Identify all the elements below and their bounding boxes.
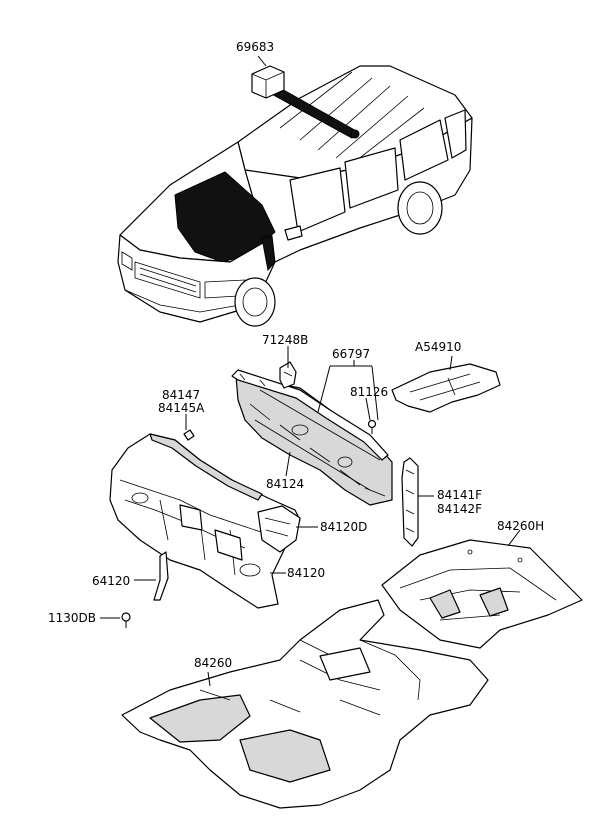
label-84120: 84120 xyxy=(287,566,325,580)
label-69683: 69683 xyxy=(236,40,274,54)
label-A54910: A54910 xyxy=(415,340,461,354)
part-66797-bar xyxy=(231,369,389,461)
part-84120D-pad xyxy=(257,505,301,553)
label-81126: 81126 xyxy=(350,385,388,399)
label-66797: 66797 xyxy=(332,347,370,361)
part-84141F-84142F-pad xyxy=(401,457,419,547)
part-84260H-rear-carpet xyxy=(381,539,583,649)
part-84260-main-carpet xyxy=(121,599,489,809)
leader-lines xyxy=(100,55,521,687)
vehicle-illustration xyxy=(117,65,473,327)
label-71248B: 71248B xyxy=(262,333,308,347)
part-A54910-panel xyxy=(391,363,501,413)
label-84145A: 84145A xyxy=(158,401,205,415)
part-81126-screw xyxy=(367,419,377,434)
label-84120D: 84120D xyxy=(320,520,367,534)
part-64120-bracket xyxy=(153,551,169,601)
label-64120: 64120 xyxy=(92,574,130,588)
label-84260: 84260 xyxy=(194,656,232,670)
label-1130DB: 1130DB xyxy=(48,611,96,625)
label-84142F: 84142F xyxy=(437,502,482,516)
part-1130DB-bolt xyxy=(121,612,131,628)
label-84260H: 84260H xyxy=(497,519,544,533)
part-69683-pad xyxy=(251,65,285,99)
label-84124: 84124 xyxy=(266,477,304,491)
part-84120-dash-panel xyxy=(109,429,301,609)
part-71248B-clip xyxy=(279,361,297,389)
label-84147: 84147 xyxy=(162,388,200,402)
part-labels: 69683 71248B 66797 A54910 84147 84145A 8… xyxy=(48,40,544,670)
label-84141F: 84141F xyxy=(437,488,482,502)
